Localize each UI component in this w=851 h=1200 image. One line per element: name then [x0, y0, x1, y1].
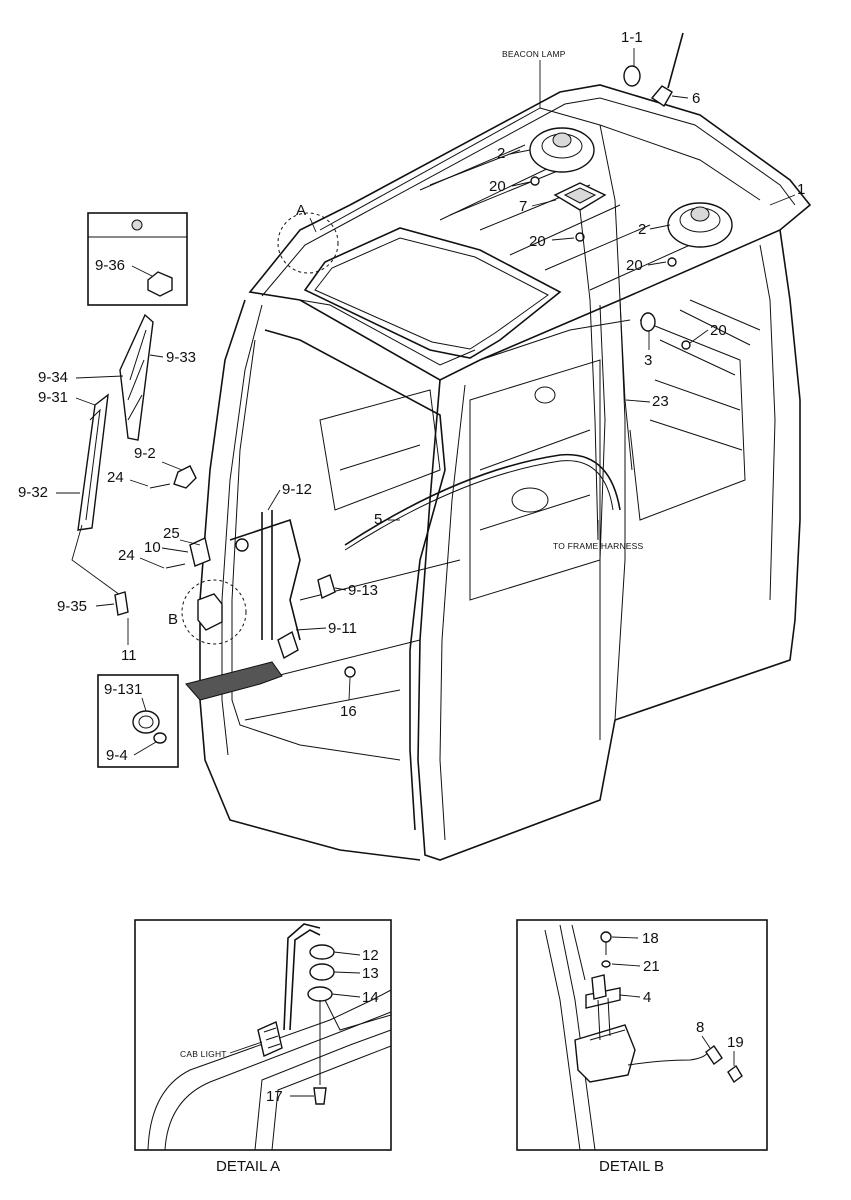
mirror-assembly: 9-33 9-34 9-31 9-32 9-35 11 — [18, 313, 196, 664]
callout-3: 3 — [644, 352, 652, 369]
callout-20-c: 20 — [626, 257, 643, 274]
callout-8: 8 — [696, 1019, 704, 1036]
callout-19: 19 — [727, 1034, 744, 1051]
callout-24-a: 24 — [107, 469, 124, 486]
detail-b-marker: B — [168, 579, 247, 645]
beacon-lamp-note: BEACON LAMP — [502, 49, 566, 59]
roof-fittings: 1-1 6 — [621, 29, 700, 107]
callout-9-4: 9-4 — [106, 747, 128, 764]
harness-23: 23 — [579, 124, 669, 541]
harness-5: 5 TO FRAME HARNESS — [344, 453, 644, 551]
detail-b-label: B — [168, 611, 178, 628]
callout-11: 11 — [121, 647, 137, 664]
callout-18: 18 — [642, 930, 659, 947]
callout-13: 13 — [362, 965, 379, 982]
callout-2-right: 2 — [638, 221, 646, 238]
callout-20-a: 20 — [489, 178, 506, 195]
callout-12: 12 — [362, 947, 379, 964]
callout-20-d: 20 — [710, 322, 727, 339]
callout-25: 25 — [163, 525, 180, 542]
front-direction-arrow — [185, 661, 283, 701]
front-assembly-9-12: 9-12 25 10 24 — [118, 481, 312, 641]
switch-3: 3 20 — [640, 312, 727, 369]
callout-9-11: 9-11 — [328, 620, 357, 637]
callout-24-b: 24 — [118, 547, 135, 564]
callout-9-131: 9-131 — [104, 681, 142, 698]
callout-21: 21 — [643, 958, 660, 975]
callout-5: 5 — [374, 511, 382, 528]
inset-9-131: 9-131 9-4 — [97, 674, 179, 768]
callout-10: 10 — [144, 539, 161, 556]
callout-1: 1 — [797, 181, 805, 198]
speaker-right: 2 20 — [626, 202, 733, 274]
detail-b-panel: 18 21 4 8 19 — [516, 919, 768, 1151]
callout-9-35: 9-35 — [57, 598, 87, 615]
callout-20-b: 20 — [529, 233, 546, 250]
speaker-left: 2 20 — [489, 127, 595, 195]
callout-1-1: 1-1 — [621, 29, 643, 46]
callout-9-31: 9-31 — [38, 389, 68, 406]
callout-9-32: 9-32 — [18, 484, 48, 501]
roof-panel-7: 7 20 — [519, 182, 607, 250]
callout-23: 23 — [652, 393, 669, 410]
callout-6: 6 — [692, 90, 700, 107]
mirror-bracket-9-2: 9-2 24 — [107, 445, 197, 489]
callout-9-13: 9-13 — [348, 582, 378, 599]
callout-17: 17 — [266, 1088, 283, 1105]
cab-light-note: CAB LIGHT — [180, 1049, 227, 1059]
callout-7: 7 — [519, 198, 527, 215]
callout-9-33: 9-33 — [166, 349, 196, 366]
callout-2-left: 2 — [497, 145, 505, 162]
detail-a-label: A — [296, 202, 306, 219]
cab-assembly-callout: 1 — [769, 181, 805, 206]
to-frame-harness-note: TO FRAME HARNESS — [553, 541, 644, 551]
beacon-lamp-harness: BEACON LAMP — [319, 49, 761, 231]
callout-9-34: 9-34 — [38, 369, 68, 386]
detail-b-title: DETAIL B — [599, 1158, 664, 1175]
cab-frame — [199, 84, 812, 861]
detail-a-marker: A — [277, 202, 339, 274]
callout-14: 14 — [362, 989, 379, 1006]
callout-9-36: 9-36 — [95, 257, 125, 274]
callout-9-2: 9-2 — [134, 445, 156, 462]
callout-16: 16 — [340, 703, 357, 720]
callout-9-12: 9-12 — [282, 481, 312, 498]
callout-4: 4 — [643, 989, 651, 1006]
inset-9-36: 9-36 — [87, 212, 188, 306]
detail-a-title: DETAIL A — [216, 1158, 280, 1175]
relay-9-13: 9-13 9-11 16 — [277, 574, 378, 720]
detail-a-panel: CAB LIGHT 12 13 14 17 — [134, 919, 392, 1151]
